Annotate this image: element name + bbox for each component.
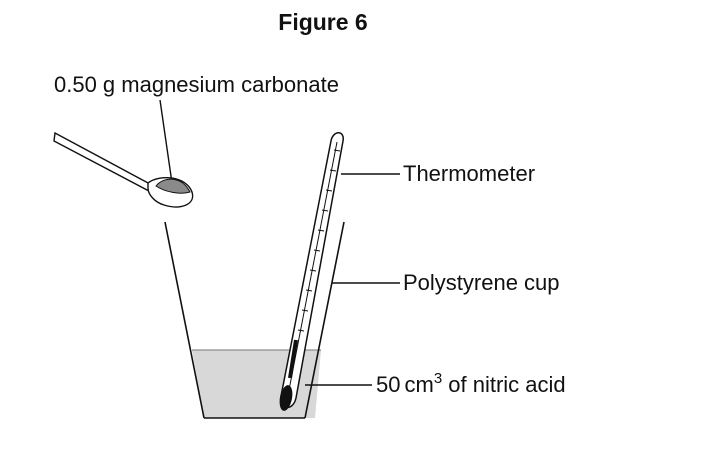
acid-name: of nitric acid — [442, 372, 566, 397]
cup-label: Polystyrene cup — [403, 270, 560, 295]
magnesium-carbonate-powder — [155, 178, 191, 194]
thermometer — [279, 132, 344, 411]
thermometer-bulb — [279, 385, 293, 411]
reagent-label: 0.50 g magnesium carbonate — [54, 72, 339, 97]
acid-volume: 50 — [376, 372, 400, 397]
figure-title: Figure 6 — [278, 9, 367, 35]
thermometer-label: Thermometer — [403, 161, 535, 186]
acid-unit: cm — [404, 372, 433, 397]
reagent-leader-line — [159, 99, 173, 184]
spoon — [53, 131, 194, 208]
acid-unit-exponent: 3 — [434, 370, 442, 387]
